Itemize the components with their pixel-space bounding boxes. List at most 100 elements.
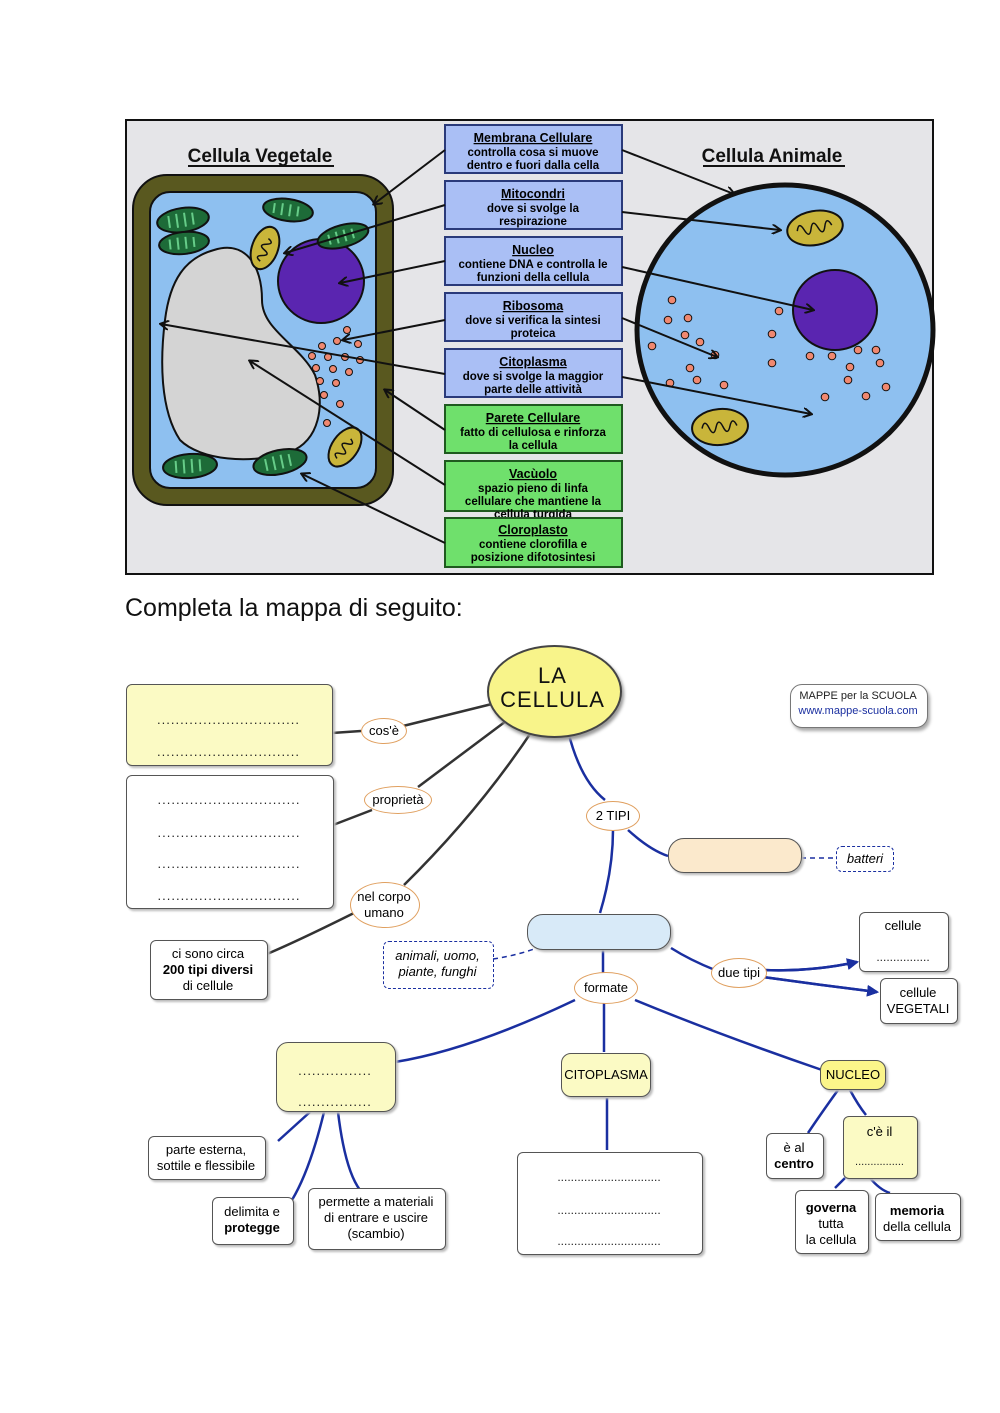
label-box-membrana: Membrana Cellulare controlla cosa si muo… [444, 124, 623, 174]
al-centro-line2: centro [774, 1156, 814, 1171]
svg-text:contiene clorofilla e: contiene clorofilla e [479, 539, 587, 551]
answer-box-proprieta[interactable] [126, 775, 334, 909]
svg-text:spazio pieno di linfa: spazio pieno di linfa [478, 483, 589, 495]
plant-cell-title: Cellula Vegetale [188, 146, 333, 167]
memoria-line2: della cellula [883, 1219, 951, 1234]
memoria-line1: memoria [889, 1203, 945, 1218]
chloroplast [158, 230, 210, 256]
delimita-line1: delimita e [224, 1204, 280, 1219]
permette-line1: permette a materiali [318, 1194, 434, 1209]
blank-line: ............................... [157, 825, 301, 840]
svg-text:Citoplasma: Citoplasma [499, 355, 567, 369]
delimita-line2: protegge [224, 1220, 280, 1235]
governa-line3: la cellula [805, 1232, 857, 1247]
label-box-vacuolo: Vacùolo spazio pieno di linfa cellulare … [444, 460, 623, 521]
svg-text:Nucleo: Nucleo [512, 243, 554, 257]
label-box-nucleo: Nucleo contiene DNA e controlla le funzi… [444, 236, 623, 286]
svg-text:contiene DNA e controlla le: contiene DNA e controlla le [458, 259, 607, 271]
pointer-arrows [161, 149, 813, 544]
svg-text:cellulare che mantiene la: cellulare che mantiene la [465, 496, 602, 508]
permette-line3: (scambio) [347, 1226, 405, 1241]
link-label-due-tipi: 2 TIPI [586, 801, 640, 831]
governa-line2: tutta [818, 1216, 844, 1231]
svg-text:la cellula: la cellula [509, 440, 558, 452]
blank-line: ................ [876, 950, 930, 964]
cellule-label: cellule [884, 918, 922, 933]
credit-box [790, 684, 928, 728]
blank-line: ................ [298, 1063, 372, 1078]
label-box-ribosoma: Ribosoma dove si verifica la sintesi pro… [444, 292, 623, 342]
central-node-title: LA CELLULA [500, 663, 605, 712]
plant-cell [132, 174, 394, 506]
answer-box-eucarioti[interactable] [527, 914, 671, 950]
svg-text:Vacùolo: Vacùolo [509, 467, 557, 481]
label-box-cloroplasto: Cloroplasto contiene clorofilla e posizi… [444, 517, 623, 568]
node-permette [308, 1188, 446, 1250]
node-batteri: batteri [836, 846, 894, 872]
blank-line: ............................... [557, 1170, 661, 1184]
chloroplast [162, 452, 218, 480]
link-label-corpo-line2: umano [364, 905, 404, 920]
ci-sono-line1: ci sono circa [171, 946, 245, 961]
blank-line: ............................... [157, 888, 301, 903]
chloroplast [156, 206, 210, 234]
node-citoplasma: CITOPLASMA [561, 1053, 651, 1097]
mitochondrion [327, 426, 363, 468]
al-centro-line1: è al [783, 1140, 805, 1155]
link-label-cose: cos'è [361, 718, 407, 744]
node-ci-sono [150, 940, 268, 1000]
svg-text:fatto di cellulosa e rinforza: fatto di cellulosa e rinforza [460, 427, 606, 439]
svg-text:Cloroplasto: Cloroplasto [498, 523, 568, 537]
link-label-proprieta: proprietà [364, 786, 432, 814]
svg-text:dove si svolge la maggior: dove si svolge la maggior [463, 371, 604, 383]
svg-text:dove si verifica la sintesi: dove si verifica la sintesi [465, 315, 601, 327]
svg-text:respirazione: respirazione [499, 216, 567, 228]
mitochondrion [249, 225, 281, 271]
svg-text:Ribosoma: Ribosoma [503, 299, 564, 313]
permette-line2: di entrare e uscire [323, 1210, 429, 1225]
ci-sono-line2: 200 tipi diversi [162, 962, 254, 977]
blank-line: ................ [298, 1094, 372, 1109]
svg-text:dove si svolge la: dove si svolge la [487, 203, 580, 215]
esempi-line1: animali, uomo, [395, 948, 480, 963]
chloroplast [262, 197, 314, 223]
credit-line2: www.mappe-scuola.com [798, 705, 918, 717]
node-cellule-vegetali [880, 978, 958, 1024]
cell-figure: Cellula Vegetale Cellula Animale Membran… [125, 119, 936, 575]
blank-line: ............................... [157, 856, 301, 871]
node-parte-esterna [148, 1136, 266, 1180]
chloroplast [252, 447, 308, 477]
mitochondrion [786, 209, 844, 247]
blank-line: ............................... [557, 1234, 661, 1248]
svg-text:dentro e fuori dalla cella: dentro e fuori dalla cella [467, 160, 600, 172]
node-memoria [875, 1193, 961, 1241]
node-delimita [212, 1197, 294, 1245]
answer-box-cose[interactable] [126, 684, 333, 766]
node-al-centro [766, 1133, 824, 1179]
link-label-formate: formate [574, 972, 638, 1004]
link-label-corpo-line1: nel corpo [357, 889, 411, 904]
answer-box-procarioti[interactable] [668, 838, 802, 873]
animal-nucleus [792, 269, 878, 351]
link-label-corpo [350, 882, 420, 928]
svg-text:controlla cosa si muove: controlla cosa si muove [467, 147, 598, 159]
answer-box-citoplasma[interactable] [517, 1152, 703, 1255]
svg-text:Membrana Cellulare: Membrana Cellulare [474, 131, 593, 145]
svg-text:Parete Cellulare: Parete Cellulare [486, 411, 581, 425]
svg-text:Mitocondri: Mitocondri [501, 187, 565, 201]
node-esempi [383, 941, 494, 989]
blank-line: ............................... [557, 1203, 661, 1217]
node-governa [795, 1190, 869, 1254]
svg-text:parte delle attività: parte delle attività [484, 384, 582, 396]
cellule-vegetali-line2: VEGETALI [886, 1001, 950, 1016]
link-label-due-tipi-2: due tipi [711, 958, 767, 988]
ce-il-label: c'è il [866, 1124, 893, 1139]
answer-box-membrana[interactable] [276, 1042, 396, 1112]
label-box-citoplasma: Citoplasma dove si svolge la maggior par… [444, 348, 623, 398]
answer-box-dna[interactable] [843, 1116, 918, 1179]
answer-box-cellule[interactable] [859, 912, 949, 972]
cellule-vegetali-line1: cellule [899, 985, 937, 1000]
node-nucleo: NUCLEO [820, 1060, 886, 1090]
label-box-parete: Parete Cellulare fatto di cellulosa e ri… [444, 404, 623, 454]
